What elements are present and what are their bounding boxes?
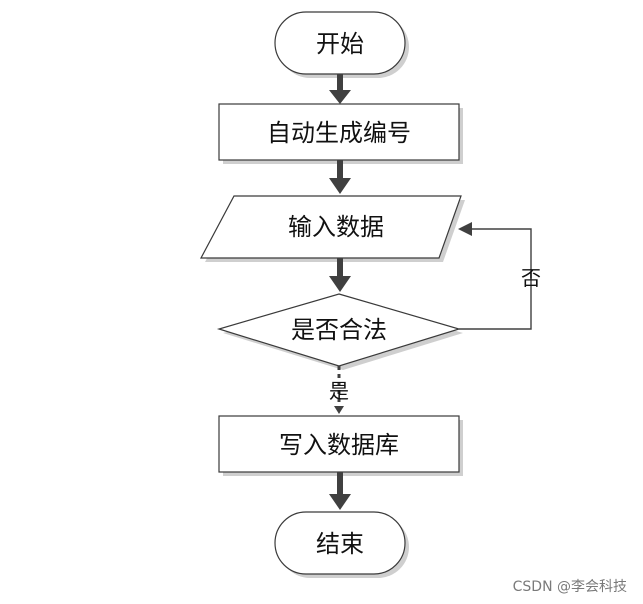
arrow-input-to-decision bbox=[329, 258, 351, 292]
yes-label: 是 bbox=[329, 379, 349, 403]
end-node: 结束 bbox=[274, 511, 409, 578]
auto-number-node: 自动生成编号 bbox=[218, 103, 463, 164]
auto-number-label: 自动生成编号 bbox=[267, 119, 411, 147]
input-data-label: 输入数据 bbox=[288, 213, 384, 241]
decision-node: 是否合法 bbox=[216, 293, 463, 370]
decision-label: 是否合法 bbox=[291, 316, 387, 344]
input-data-node: 输入数据 bbox=[200, 195, 465, 262]
end-label: 结束 bbox=[316, 530, 364, 558]
arrow-write-to-end bbox=[329, 472, 351, 510]
start-node: 开始 bbox=[274, 11, 409, 78]
write-db-node: 写入数据库 bbox=[218, 415, 463, 476]
arrow-no-loop bbox=[458, 222, 532, 330]
no-label: 否 bbox=[521, 266, 541, 290]
arrow-yes bbox=[334, 366, 344, 414]
start-label: 开始 bbox=[316, 30, 364, 58]
watermark: CSDN @李会科技 bbox=[512, 579, 627, 595]
arrow-number-to-input bbox=[329, 160, 351, 194]
arrow-start-to-number bbox=[329, 74, 351, 104]
write-db-label: 写入数据库 bbox=[279, 431, 399, 459]
